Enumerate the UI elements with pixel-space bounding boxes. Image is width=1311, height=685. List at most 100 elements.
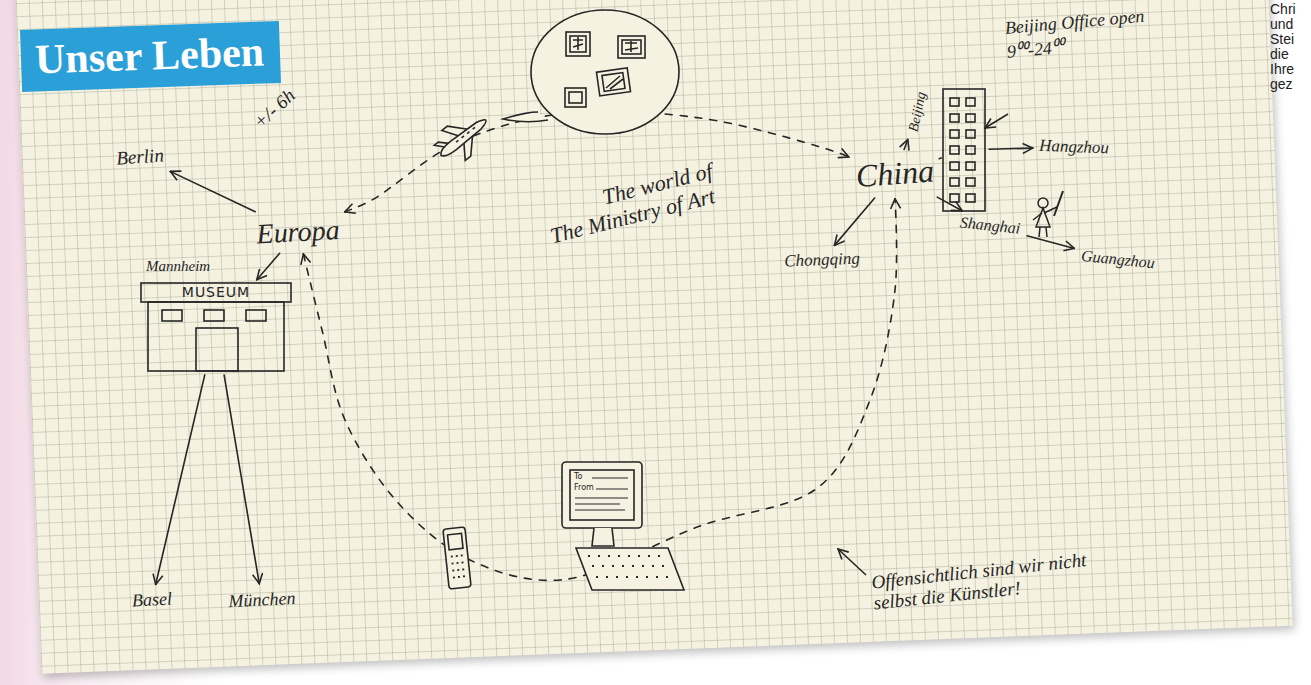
- monitor-frame: [562, 462, 642, 528]
- airplane: [429, 105, 497, 170]
- node-text: Berlin: [116, 145, 165, 168]
- arrow-connector: [904, 139, 908, 149]
- node-outline: [942, 88, 986, 212]
- tower-outline: [943, 89, 985, 211]
- arrow-connector: [834, 198, 874, 245]
- city-label: Beijing: [904, 87, 932, 136]
- picture-inner: [602, 73, 625, 92]
- bubble-outline: [531, 10, 679, 134]
- handwritten-note: Offensichtlich sind wir nicht selbst die…: [870, 549, 1095, 615]
- city-label: Basel: [128, 587, 175, 612]
- node-text: Beijing: [907, 91, 930, 134]
- plane-windows: [456, 127, 475, 142]
- tower-window: [966, 162, 975, 170]
- screen-scribble: [575, 478, 628, 510]
- plane-body: [438, 116, 489, 159]
- arrow-connector: [224, 375, 259, 584]
- picture-inner: [622, 40, 641, 54]
- tower-window: [966, 98, 975, 106]
- picture-frame: [618, 36, 645, 58]
- city-label: Hangzhou: [1036, 135, 1113, 159]
- building-window: [204, 310, 224, 321]
- phone-screen: [448, 533, 463, 549]
- node-text: Shanghai: [959, 214, 1021, 237]
- page-caption: Chri und Stei die Ihre gez: [1270, 2, 1310, 92]
- city-label: München: [225, 587, 299, 614]
- tower-window: [966, 130, 975, 138]
- keyboard: [576, 548, 684, 590]
- center-title: The world of The Ministry of Art: [542, 157, 731, 249]
- mobile-phone: [443, 527, 471, 589]
- leader-arrow: [838, 549, 866, 575]
- arrow-connector: [1027, 236, 1074, 249]
- node-text: Chongqing: [784, 250, 860, 270]
- node-text: München: [228, 589, 296, 611]
- building-window: [246, 310, 266, 321]
- tower-window: [966, 114, 975, 122]
- leader-arrow: [985, 114, 1008, 128]
- arrow-connector: [170, 171, 255, 211]
- tower-window: [950, 194, 959, 202]
- phone-body: [443, 527, 471, 589]
- node-text: Basel: [132, 590, 173, 611]
- node-text: Guangzhou: [1080, 248, 1155, 272]
- node-text: Europa: [256, 215, 340, 249]
- screen-text: From: [574, 483, 594, 492]
- city-label: Berlin: [112, 143, 167, 171]
- paint-brush: [1054, 191, 1063, 216]
- bubble-tail: [503, 112, 548, 122]
- tower-window: [950, 162, 959, 170]
- screen-text: To: [574, 472, 582, 481]
- title-banner: Unser Leben: [20, 21, 281, 92]
- tower-window: [950, 178, 959, 186]
- building-window: [162, 310, 182, 321]
- tower-window: [950, 114, 959, 122]
- office-note: Beijing Office open 9⁰⁰-24⁰⁰: [1004, 3, 1177, 63]
- building-wall: [148, 302, 284, 371]
- arrow-connector: [989, 148, 1033, 149]
- region-label: Europa: [253, 213, 344, 251]
- monitor-stand: [592, 528, 614, 546]
- sign-band: [141, 283, 291, 302]
- artist-figure: [1033, 191, 1063, 237]
- city-label: Chongqing: [781, 248, 863, 273]
- building-sign: MUSEUM: [140, 282, 292, 302]
- figure-arms: [1033, 207, 1057, 220]
- arrow-connector: [156, 375, 205, 585]
- tower-window: [966, 178, 975, 186]
- phone-keys: [451, 555, 465, 577]
- arrow-connector: [939, 157, 941, 159]
- thought-bubble: [503, 10, 679, 134]
- picture-scribble: [606, 76, 623, 89]
- keyboard-keys: [588, 556, 668, 577]
- monitor-screen: [570, 470, 634, 520]
- office-tower: Beijing Office open 9⁰⁰-24⁰⁰: [942, 88, 986, 212]
- tower-window: [950, 98, 959, 106]
- picture-scribble: [625, 41, 638, 52]
- picture-inner: [569, 92, 582, 103]
- connector-layer: [156, 111, 1075, 584]
- region-label: China: [852, 152, 939, 195]
- tower-window: [950, 146, 959, 154]
- picture-inner: [570, 36, 586, 52]
- city-label: Shanghai: [956, 212, 1024, 240]
- tower-window: [950, 130, 959, 138]
- picture-frame: [565, 88, 586, 107]
- edge-label: +/- 6h: [249, 85, 299, 133]
- picture-frame: [566, 32, 590, 56]
- figure-legs: [1039, 227, 1047, 237]
- museum-building: MannheimMUSEUM: [140, 282, 292, 372]
- node-text: Hangzhou: [1039, 137, 1109, 157]
- route-arc: [303, 199, 896, 581]
- picture-frame: [596, 68, 630, 96]
- arrow-connector: [257, 253, 280, 279]
- tower-window: [966, 194, 975, 202]
- picture-scribble: [573, 37, 583, 50]
- tower-window: [966, 146, 975, 154]
- computer: [562, 462, 684, 590]
- city-label: Guangzhou: [1077, 245, 1159, 274]
- node-text: China: [855, 155, 935, 194]
- city-label: Mannheim: [146, 258, 210, 275]
- building-door: [196, 328, 238, 371]
